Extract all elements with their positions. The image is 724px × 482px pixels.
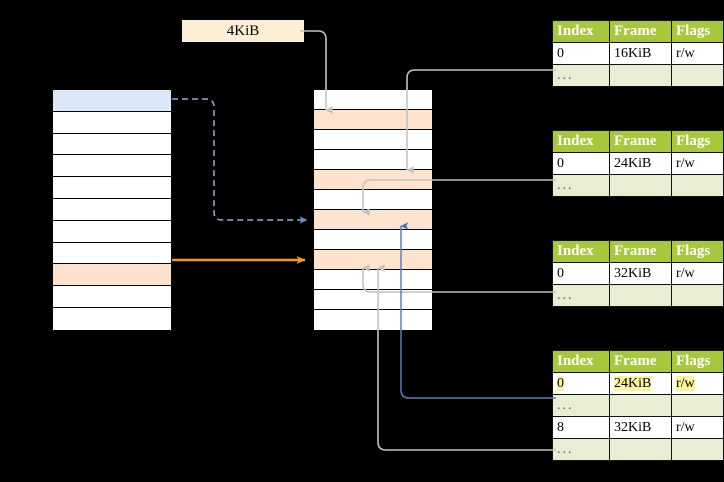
column-header-flags: Flags (671, 350, 724, 373)
memory-row (314, 290, 432, 310)
memory-row (314, 130, 432, 150)
table-cell-index: 0 (552, 42, 610, 65)
memory-row (53, 155, 171, 178)
highlighted-value: 0 (557, 375, 564, 391)
column-header-index: Index (552, 130, 610, 153)
memory-row (314, 150, 432, 170)
table-cell-flags (671, 174, 724, 197)
table-cell-flags: r/w (671, 152, 724, 175)
table-row: ... (552, 394, 724, 417)
column-header-frame: Frame (609, 240, 672, 263)
table-cell-frame (609, 64, 672, 87)
page-size-label: 4KiB (182, 20, 304, 42)
table-cell-frame (609, 284, 672, 307)
table-cell-index: 8 (552, 416, 610, 439)
memory-row (53, 177, 171, 199)
table-row: 0 24KiB r/w (552, 372, 724, 395)
memory-row (53, 286, 171, 308)
table-cell-frame: 24KiB (609, 372, 672, 395)
table-cell-index: 0 (552, 262, 610, 285)
table-cell-frame: 32KiB (609, 416, 672, 439)
memory-row (53, 220, 171, 243)
column-header-index: Index (552, 20, 610, 43)
memory-row (314, 90, 432, 110)
table-row: ... (552, 64, 724, 87)
table-cell-index: 0 (552, 152, 610, 175)
table-cell-frame: 32KiB (609, 262, 672, 285)
table-cell-flags (671, 438, 724, 461)
memory-row (53, 111, 171, 134)
connector-left-blue-dashed (172, 98, 308, 224)
column-header-flags: Flags (671, 240, 724, 263)
memory-row (314, 110, 432, 130)
column-header-frame: Frame (609, 350, 672, 373)
table-cell-frame (609, 438, 672, 461)
memory-row (53, 198, 171, 221)
table-cell-frame (609, 394, 672, 417)
highlighted-value: 24KiB (614, 375, 652, 391)
page-size-label-text: 4KiB (226, 22, 260, 39)
memory-row (53, 307, 171, 330)
column-header-frame: Frame (609, 20, 672, 43)
table-cell-frame: 24KiB (609, 152, 672, 175)
memory-row (314, 170, 432, 190)
memory-row (53, 242, 171, 265)
table-row: ... (552, 284, 724, 307)
middle-memory-table (313, 89, 433, 330)
table-row: ... (552, 438, 724, 461)
left-memory-table (52, 89, 172, 330)
column-header-index: Index (552, 240, 610, 263)
table-cell-index: ... (552, 394, 610, 417)
memory-row (314, 270, 432, 290)
table-cell-frame (609, 174, 672, 197)
table-cell-flags: r/w (671, 42, 724, 65)
memory-row (53, 264, 171, 287)
column-header-index: Index (552, 350, 610, 373)
memory-row (314, 250, 432, 270)
column-header-flags: Flags (671, 130, 724, 153)
memory-row (314, 190, 432, 210)
memory-row (314, 210, 432, 230)
highlighted-value: r/w (676, 375, 695, 391)
table-cell-flags (671, 284, 724, 307)
table-row: ... (552, 174, 724, 197)
memory-row (314, 310, 432, 330)
table-cell-index: ... (552, 284, 610, 307)
table-cell-index: ... (552, 438, 610, 461)
column-header-flags: Flags (671, 20, 724, 43)
table-cell-flags: r/w (671, 262, 724, 285)
table-cell-flags: r/w (671, 416, 724, 439)
table-cell-flags: r/w (671, 372, 724, 395)
table-cell-index: ... (552, 64, 610, 87)
memory-row (53, 133, 171, 156)
column-header-frame: Frame (609, 130, 672, 153)
memory-row (53, 90, 171, 112)
table-cell-index: ... (552, 174, 610, 197)
table-cell-flags (671, 394, 724, 417)
table-cell-index: 0 (552, 372, 610, 395)
memory-row (314, 230, 432, 250)
table-cell-flags (671, 64, 724, 87)
table-cell-frame: 16KiB (609, 42, 672, 65)
